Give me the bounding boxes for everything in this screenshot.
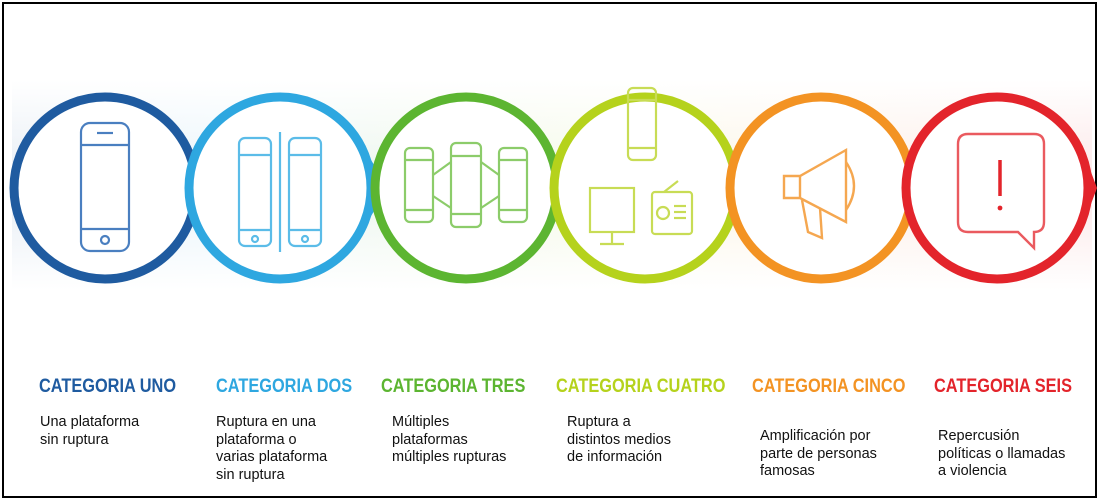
category-uno-title: CATEGORIA UNO: [39, 376, 177, 397]
category-cuatro-title: CATEGORIA CUATRO: [556, 376, 726, 397]
category-cinco-title: CATEGORIA CINCO: [752, 376, 906, 397]
category-tres-description: Múltiples plataformas múltiples rupturas: [392, 414, 507, 465]
category-dos-title: CATEGORIA DOS: [216, 376, 353, 397]
two-phones-icon: [237, 132, 323, 252]
alert-speech-bubble-icon: [956, 132, 1046, 251]
category-seis-description: Repercusión políticas o llamadas a viole…: [938, 428, 1066, 479]
category-dos-description: Ruptura en una plataforma o varias plata…: [216, 414, 328, 483]
circle-seis: [901, 92, 1097, 284]
category-uno-description: Una plataforma sin ruptura: [40, 414, 140, 448]
category-cinco-description: Amplificación por parte de personas famo…: [760, 428, 877, 479]
media-devices-icon: [588, 86, 694, 246]
category-tres-title: CATEGORIA TRES: [381, 376, 526, 397]
category-seis-title: CATEGORIA SEIS: [934, 376, 1073, 397]
category-cuatro-description: Ruptura a distintos medios de informació…: [567, 414, 671, 465]
megaphone-icon: [782, 147, 856, 240]
three-connected-phones-icon: [403, 141, 529, 229]
smartphone-icon: [79, 121, 131, 253]
